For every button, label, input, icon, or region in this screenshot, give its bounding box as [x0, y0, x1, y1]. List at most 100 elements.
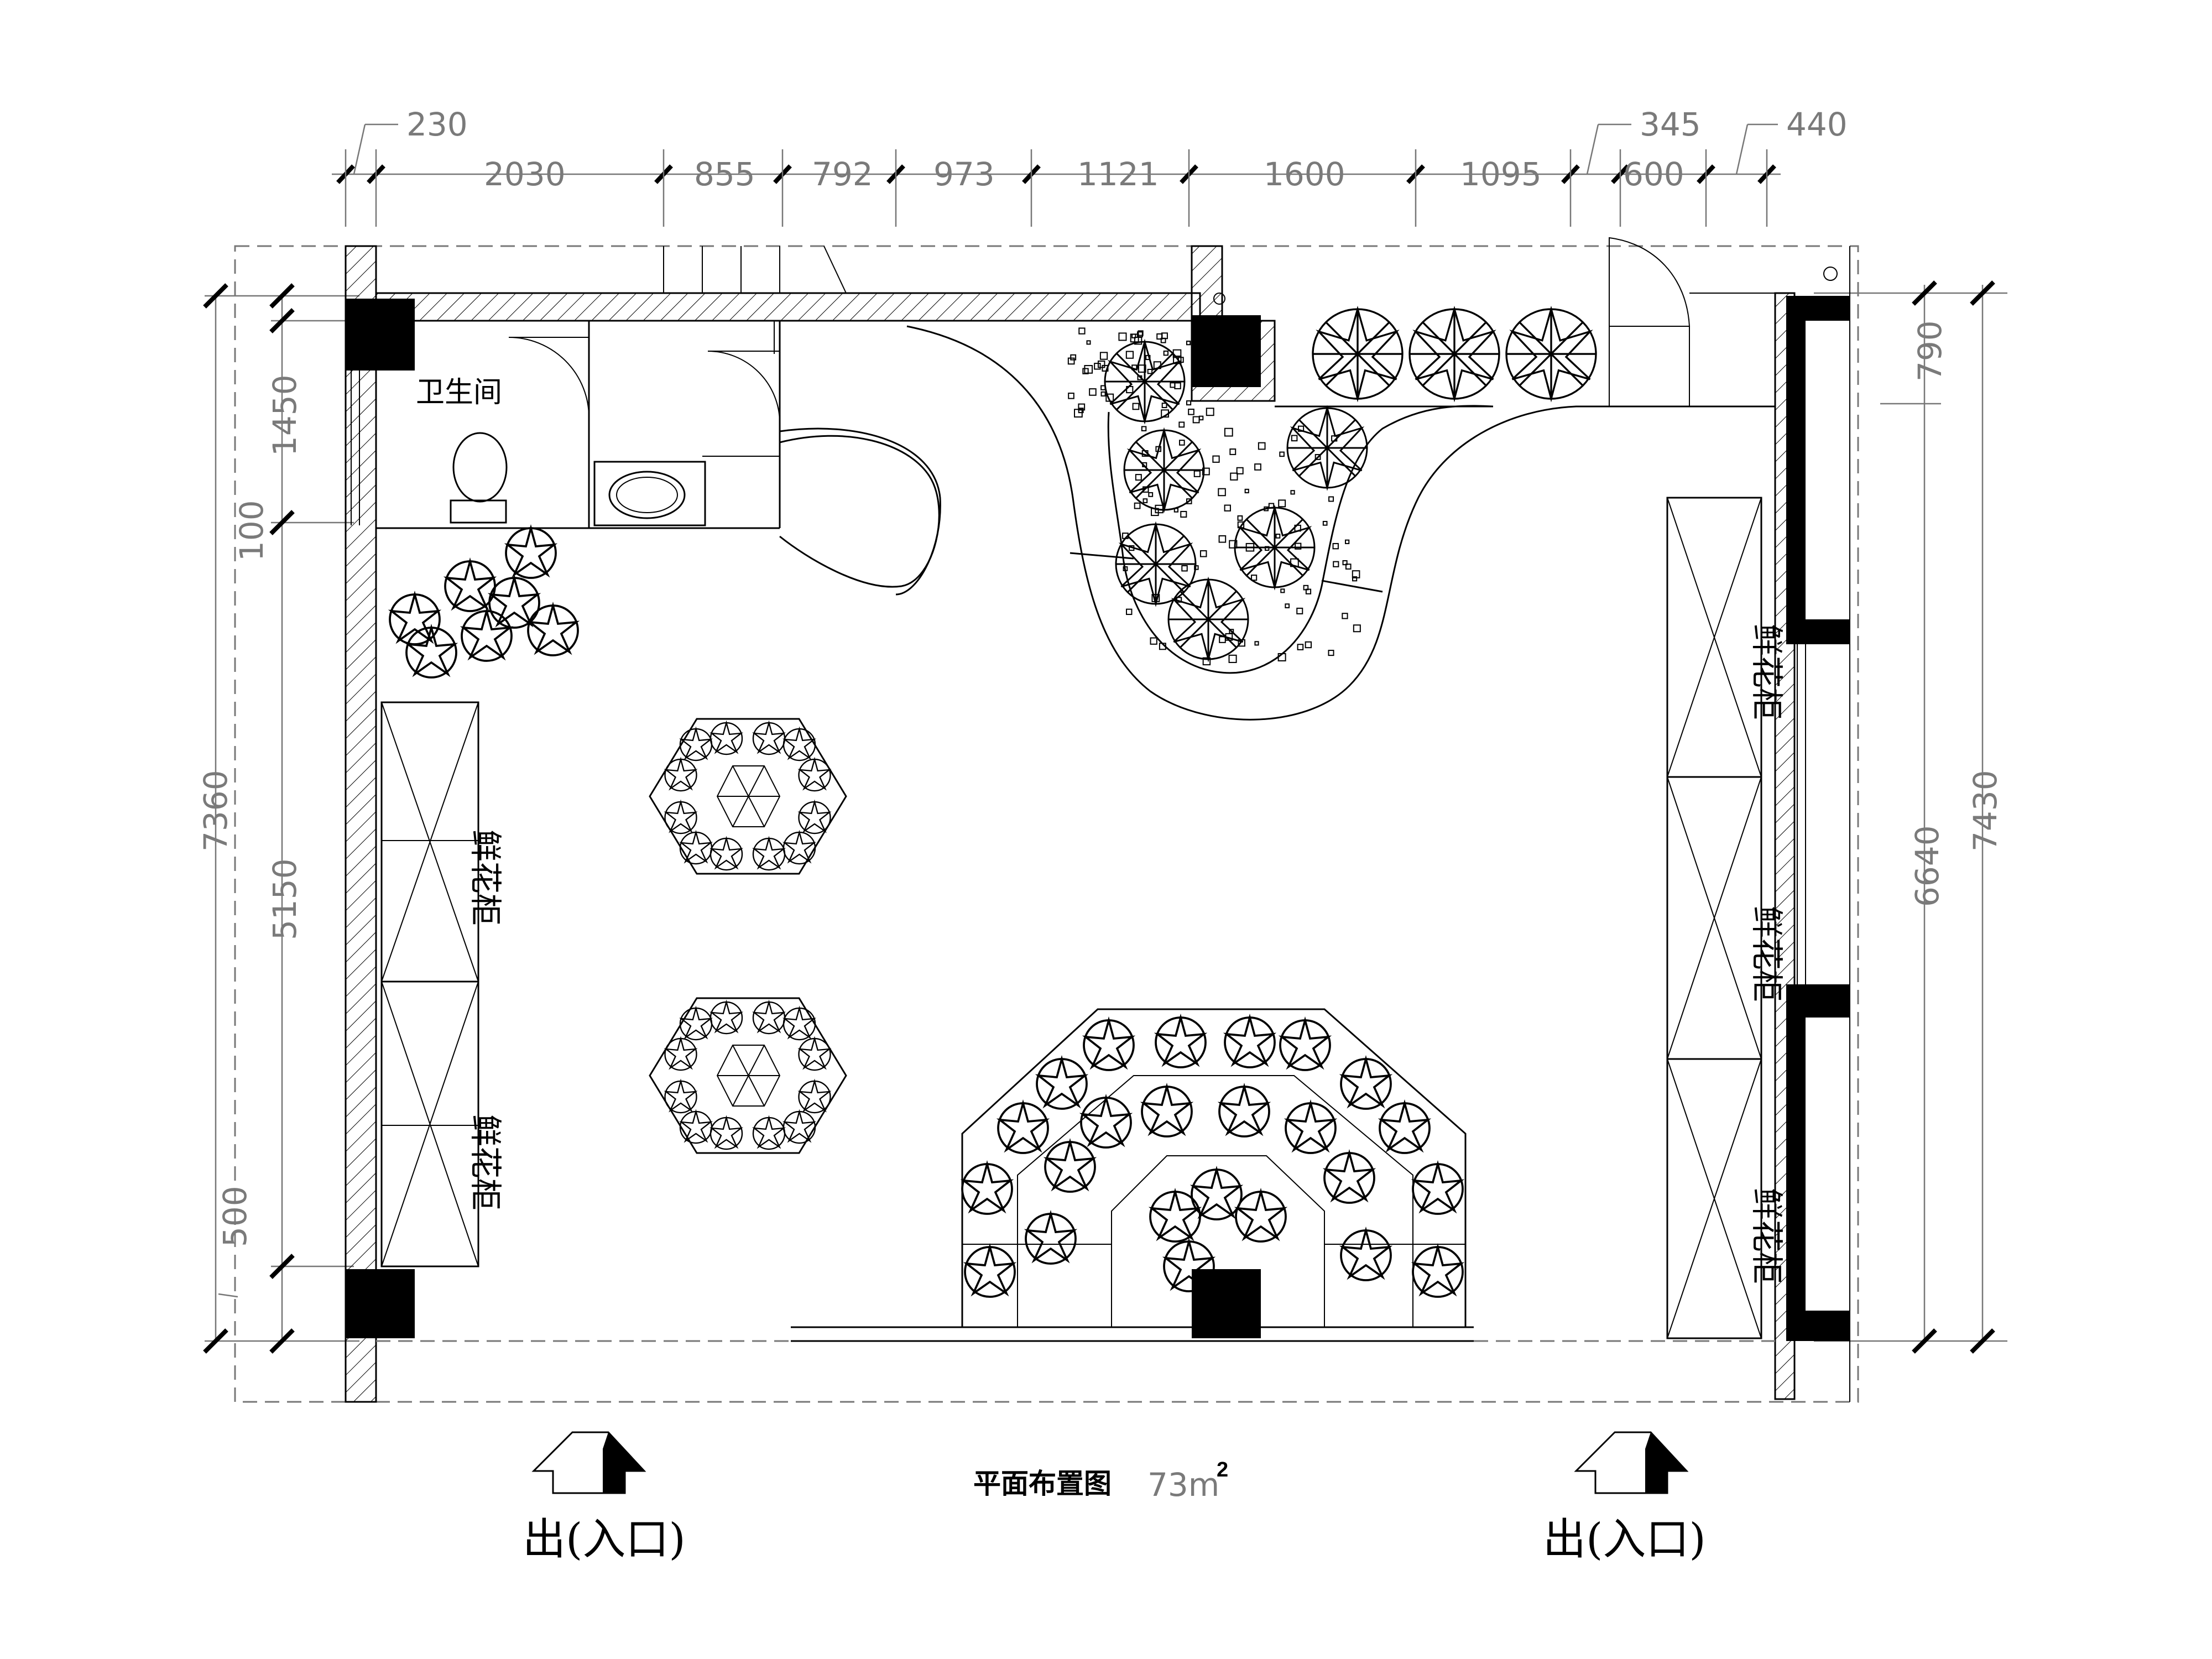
gravel-stone: [1208, 365, 1214, 371]
gravel-stone: [1275, 534, 1281, 539]
flower-icon: [1155, 1016, 1207, 1068]
flower-icon: [709, 837, 743, 871]
flower-icon: [1224, 1016, 1276, 1068]
gravel-stone: [1229, 448, 1237, 455]
dim-top-6: 1600: [1264, 155, 1345, 193]
gravel-stone: [1100, 391, 1106, 397]
dim-top-10: 440: [1786, 106, 1848, 143]
gravel-pattern: [1067, 327, 1361, 666]
gravel-stone: [1151, 508, 1159, 517]
dim-left-4: 5150: [266, 858, 304, 940]
gravel-stone: [1332, 542, 1339, 550]
gravel-stone: [1285, 603, 1290, 608]
gravel-stone: [1352, 576, 1358, 582]
gravel-stone: [1097, 360, 1105, 368]
gravel-stone: [1279, 451, 1285, 457]
gravel-stone: [1070, 354, 1077, 361]
gravel-stone: [1100, 385, 1106, 390]
gravel-stone: [1160, 337, 1166, 343]
gravel-stone: [1290, 558, 1299, 567]
gravel-stone: [1145, 354, 1151, 361]
gravel-stone: [1258, 442, 1266, 450]
gravel-stone: [1192, 416, 1200, 424]
flower-icon: [1163, 1240, 1215, 1292]
gravel-stone: [1094, 363, 1101, 370]
gravel-stone: [1224, 504, 1231, 512]
gravel-stone: [1170, 382, 1176, 388]
gravel-stone: [1161, 403, 1167, 408]
gravel-stone: [1186, 340, 1191, 346]
plant-icon: [1104, 341, 1186, 422]
gravel-stone: [1102, 364, 1109, 372]
restroom-label: 卫生间: [416, 376, 502, 409]
gravel-stone: [1331, 435, 1338, 442]
gravel-stone: [1296, 607, 1303, 614]
gravel-stone: [1219, 636, 1226, 643]
flower-icon: [1379, 1102, 1431, 1154]
flower-icon: [1412, 1246, 1464, 1298]
flower-icon: [752, 722, 786, 755]
gravel-stone: [1277, 653, 1286, 661]
gravel-stone: [1163, 350, 1169, 356]
gravel-stone: [1238, 639, 1245, 647]
dim-top-5: 1121: [1077, 155, 1159, 193]
dim-top-9: 600: [1623, 155, 1684, 193]
gravel-stone: [1297, 425, 1305, 432]
gravel-stone: [1186, 400, 1192, 406]
entrance-label: 出(入口): [523, 1515, 686, 1564]
gravel-stone: [1179, 440, 1185, 446]
gravel-stone: [1138, 364, 1146, 373]
wash-basin-icon: [593, 461, 706, 526]
gravel-stone: [1314, 454, 1321, 460]
flower-icon: [1141, 1086, 1193, 1138]
gravel-stone: [1254, 463, 1261, 471]
plant-icon: [1505, 308, 1597, 400]
site-boundary: [234, 245, 1859, 1403]
gravel-stone: [1132, 403, 1140, 410]
flower-cabinet-label: 鲜花柜: [1748, 1188, 1786, 1284]
plant-icon: [1312, 308, 1404, 400]
gravel-stone: [1294, 524, 1301, 532]
gravel-stone: [1129, 545, 1135, 551]
gravel-stone: [1322, 520, 1328, 526]
flower-cabinet-left: 鲜花柜 鲜花柜: [380, 701, 504, 1267]
gravel-stone: [1353, 624, 1361, 633]
column: [1192, 315, 1261, 387]
gravel-stone: [1229, 540, 1238, 549]
gravel-stone: [1181, 565, 1188, 572]
gravel-stone: [1193, 470, 1201, 477]
gravel-stone: [1173, 508, 1179, 513]
gravel-stone: [1067, 357, 1075, 365]
flower-icon: [1285, 1102, 1337, 1154]
gravel-stone: [1089, 388, 1097, 396]
curved-counter: [779, 435, 940, 588]
top-dimension-line: 230 2030 855 792 973 1121 1600 1095 345 …: [332, 106, 1848, 227]
gravel-stone: [1328, 650, 1334, 656]
flower-icon: [752, 1001, 786, 1035]
flower-icon: [782, 728, 816, 761]
gravel-stone: [1186, 498, 1192, 504]
restroom: 卫生间: [351, 246, 847, 529]
toilet-icon: [450, 432, 508, 524]
gravel-stone: [1264, 506, 1269, 512]
gravel-stone: [1151, 594, 1160, 602]
gravel-stone: [1254, 641, 1259, 646]
area-superscript: 2: [1217, 1458, 1228, 1481]
gravel-stone: [1352, 570, 1360, 578]
gravel-stone: [1137, 375, 1142, 380]
dim-left-0: 7360: [197, 770, 234, 852]
flower-icon: [1340, 1229, 1392, 1281]
gravel-stone: [1264, 546, 1270, 551]
gravel-stone: [1174, 382, 1181, 389]
flower-icon: [1235, 1191, 1287, 1243]
flower-icon: [1279, 1019, 1331, 1071]
dim-top-2: 855: [694, 155, 755, 193]
flower-icon: [1412, 1163, 1464, 1215]
gravel-stone: [1118, 332, 1127, 341]
arched-planter-icon: [961, 1008, 1467, 1328]
gravel-stone: [1251, 575, 1258, 581]
gravel-stone: [1199, 550, 1207, 557]
gravel-stone: [1193, 367, 1199, 373]
gravel-stone: [1342, 560, 1348, 566]
